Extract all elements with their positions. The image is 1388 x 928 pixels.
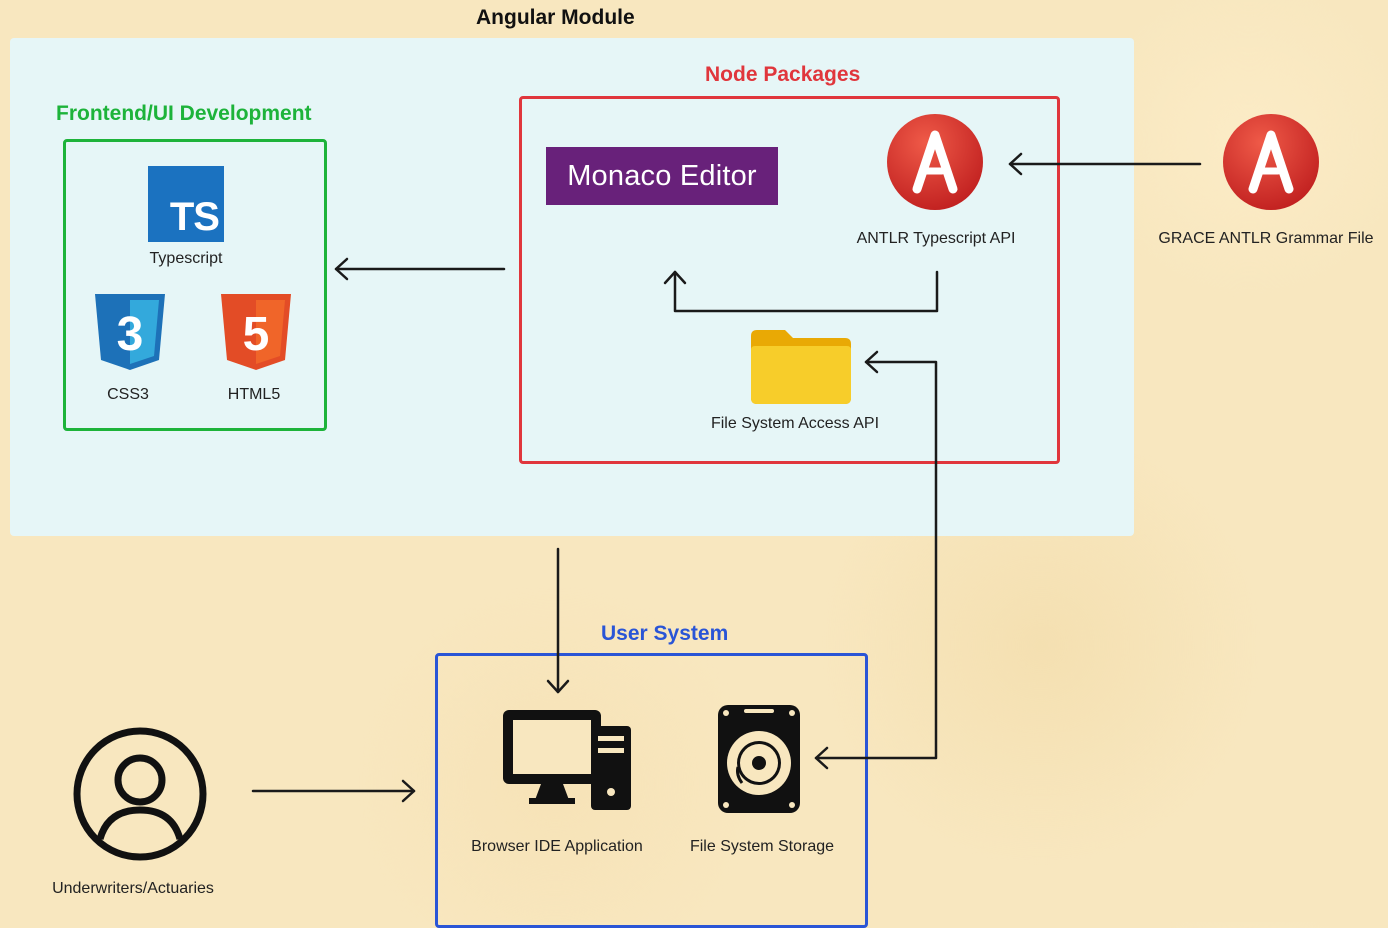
hard-drive-icon [718,705,800,813]
typescript-icon: TS [148,166,224,242]
browser-ide-label: Browser IDE Application [471,838,643,855]
angular-module-title: Angular Module [476,6,635,29]
frontend-box [63,139,327,431]
users-label: Underwriters/Actuaries [52,880,214,897]
frontend-title: Frontend/UI Development [56,102,312,125]
arrow-storage-to-fs-api [814,350,938,770]
antlr-api-label: ANTLR Typescript API [856,230,1016,247]
css3-badge-text: 3 [117,308,144,361]
grace-grammar-label: GRACE ANTLR Grammar File [1158,230,1374,247]
antlr-icon [887,114,983,210]
arrow-module-to-browser [546,547,570,694]
arrow-grace-to-antlr [1008,152,1202,176]
node-packages-box [519,96,1060,464]
typescript-label: Typescript [149,250,223,267]
fs-storage-label: File System Storage [689,838,835,855]
grace-antlr-icon [1223,114,1319,210]
user-system-title: User System [601,622,729,645]
html5-icon: 5 [221,294,291,370]
desktop-computer-icon [503,710,631,810]
user-avatar-icon [73,727,207,861]
html5-label: HTML5 [227,386,281,403]
node-packages-title: Node Packages [705,63,861,86]
html5-badge-text: 5 [243,308,270,361]
folder-icon [751,330,851,404]
monaco-editor-logo: Monaco Editor [546,147,778,205]
css3-label: CSS3 [107,386,149,403]
typescript-badge-text: TS [169,195,220,239]
fs-api-label: File System Access API [710,415,880,432]
css3-icon: 3 [95,294,165,370]
arrow-antlr-to-monaco [663,270,939,313]
arrow-node-to-frontend [334,257,506,281]
arrow-users-to-system [251,779,416,803]
